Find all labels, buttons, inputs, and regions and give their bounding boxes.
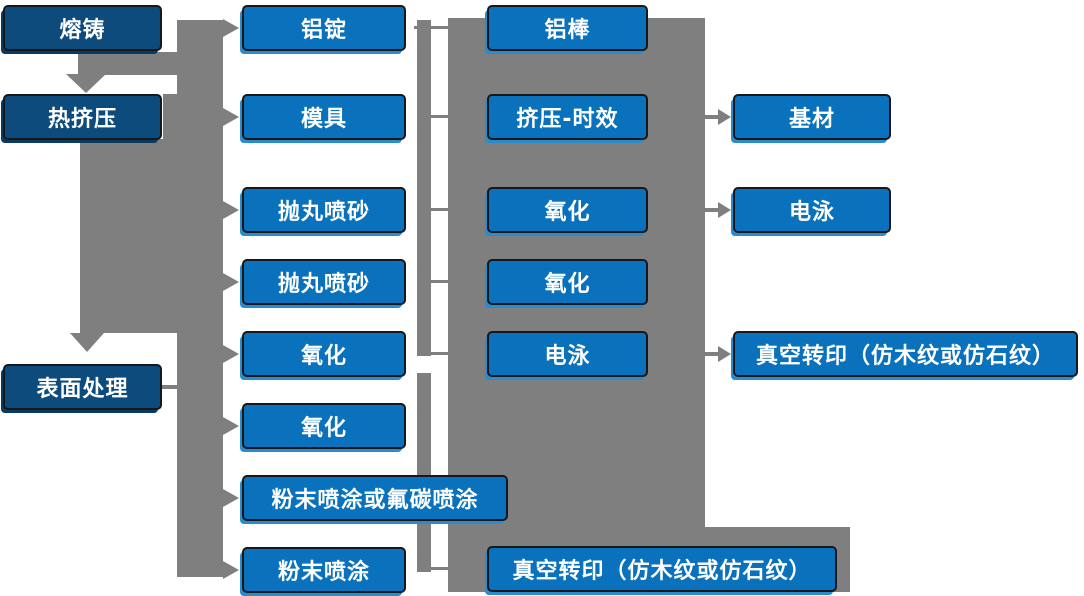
arrowhead-right-icon: [718, 346, 731, 362]
arrowhead-right-icon: [223, 561, 239, 579]
arrowhead-right-icon: [223, 345, 239, 363]
col4-arrows: [705, 109, 731, 362]
block-side: [163, 94, 183, 139]
down-arrow-icon: [70, 333, 104, 352]
node-yanghua-c2b: 氧化: [242, 403, 406, 449]
arrow-stem: [705, 208, 720, 212]
bracket-bar-upper: [417, 20, 431, 356]
node-dianyong-c4: 电泳: [733, 187, 891, 233]
node-zhenkong-bottom: 真空转印（仿木纹或仿石纹）: [487, 546, 837, 592]
node-lvding: 铝锭: [242, 5, 406, 51]
node-biaomian: 表面处理: [3, 364, 162, 410]
block-top: [78, 52, 223, 75]
node-paowan-2: 抛丸喷砂: [242, 259, 406, 305]
node-yanghua-c3b: 氧化: [487, 259, 648, 305]
arrow-stem: [705, 115, 720, 119]
arrowhead-right-icon: [223, 201, 239, 219]
arrowhead-right-icon: [718, 202, 731, 218]
node-rongzhu: 熔铸: [3, 5, 162, 51]
main-block: [80, 139, 223, 333]
node-zhenkong-right: 真空转印（仿木纹或仿石纹）: [733, 331, 1078, 377]
node-fenmo-futan: 粉末喷涂或氟碳喷涂: [242, 475, 508, 521]
arrowhead-right-icon: [223, 273, 239, 291]
bracket-bar-lower: [417, 373, 431, 572]
down-arrow-icon: [66, 74, 106, 93]
arrowhead-right-icon: [223, 19, 239, 37]
biaomian-connector-line: [160, 385, 178, 389]
bracket-tick: [431, 280, 448, 283]
bracket-tick: [431, 115, 448, 118]
node-lvbang: 铝棒: [487, 5, 648, 51]
node-jicai: 基材: [733, 94, 891, 140]
arrowhead-right-icon: [223, 108, 239, 126]
bracket-tick: [414, 26, 448, 29]
node-yanghua-c2a: 氧化: [242, 331, 406, 377]
arrowhead-right-icon: [223, 489, 239, 507]
node-rejiya: 热挤压: [3, 94, 162, 140]
bracket-tick: [431, 208, 448, 211]
bracket-tick: [431, 352, 448, 355]
node-paowan-1: 抛丸喷砂: [242, 187, 406, 233]
node-dianyong-c3: 电泳: [487, 331, 648, 377]
node-yanghua-c3a: 氧化: [487, 187, 648, 233]
node-moju: 模具: [242, 94, 406, 140]
arrowhead-right-icon: [718, 109, 731, 125]
node-fenmo: 粉末喷涂: [242, 547, 406, 593]
col2-arrowheads: [223, 19, 239, 579]
node-jiya-shixiao: 挤压-时效: [487, 94, 648, 140]
arrowhead-right-icon: [223, 417, 239, 435]
bracket-tick: [431, 567, 448, 570]
arrow-stem: [705, 352, 720, 356]
